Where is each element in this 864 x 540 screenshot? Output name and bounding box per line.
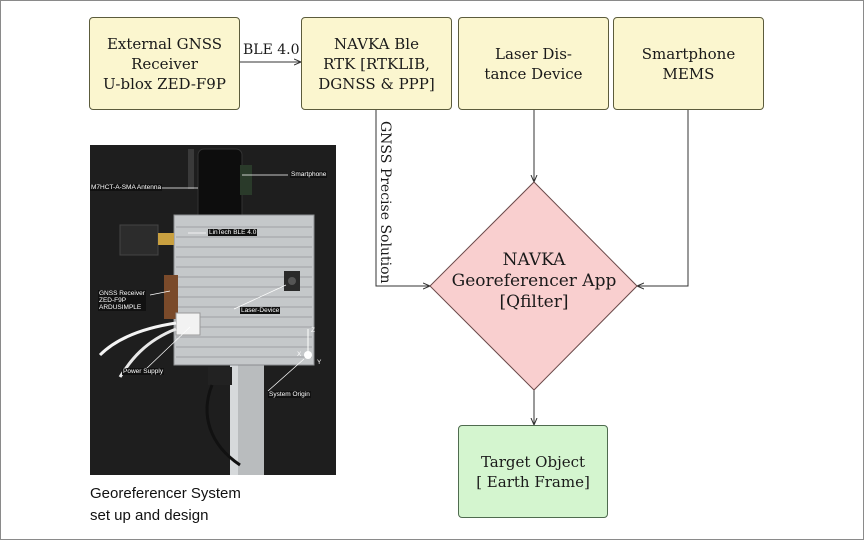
photo-label-axis-y: Y	[317, 359, 322, 366]
photo-label-lintech: LinTech BLE 4.0	[208, 229, 258, 236]
gnss-solution-edge-label: GNSS Precise Solution	[377, 121, 393, 284]
smartphone-node: Smartphone MEMS	[613, 17, 764, 110]
device-photo: M7HCT-A-SMA Antenna Smartphone LinTech B…	[90, 145, 336, 475]
photo-label-axis-x: X	[297, 351, 302, 358]
target-node: Target Object [ Earth Frame]	[458, 425, 608, 518]
ble-edge-label: BLE 4.0	[243, 42, 300, 58]
app-diamond	[429, 181, 638, 391]
navka-ble-label: NAVKA Ble RTK [RTKLIB, DGNSS & PPP]	[318, 34, 435, 93]
target-label: Target Object [ Earth Frame]	[476, 452, 590, 491]
laser-label: Laser Dis- tance Device	[484, 44, 583, 83]
external-gnss-label: External GNSS Receiver U-blox ZED-F9P	[103, 34, 226, 93]
photo-label-antenna: M7HCT-A-SMA Antenna	[90, 184, 163, 191]
app-label: NAVKA Georeferencer App [Qfilter]	[451, 250, 617, 312]
photo-label-gnss-receiver: GNSS Receiver ZED-F9P ARDUSIMPLE	[98, 290, 146, 311]
photo-label-origin: System Origin	[268, 391, 311, 398]
photo-label-smartphone: Smartphone	[290, 171, 328, 178]
smartphone-label: Smartphone MEMS	[641, 44, 736, 83]
edge-smartphone	[637, 110, 689, 286]
edge-gnss-solution	[375, 110, 430, 286]
navka-ble-node: NAVKA Ble RTK [RTKLIB, DGNSS & PPP]	[301, 17, 452, 110]
external-gnss-node: External GNSS Receiver U-blox ZED-F9P	[89, 17, 240, 110]
photo-caption: Georeferencer System set up and design	[90, 485, 241, 524]
laser-node: Laser Dis- tance Device	[458, 17, 609, 110]
photo-label-power: Power Supply	[122, 368, 165, 375]
photo-label-laser: Laser-Device	[240, 307, 281, 314]
photo-label-axis-z: Z	[311, 327, 315, 334]
